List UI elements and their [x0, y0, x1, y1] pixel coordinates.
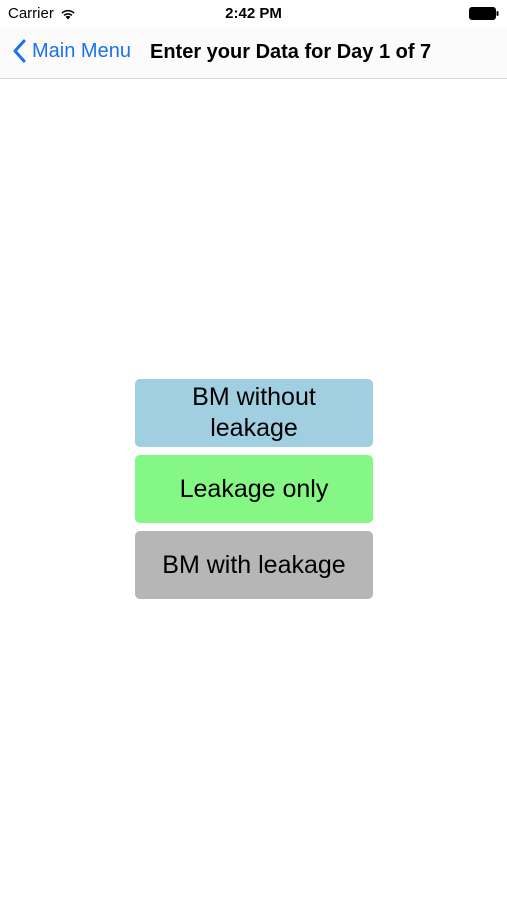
page-title: Enter your Data for Day 1 of 7: [150, 41, 432, 63]
wifi-icon: [61, 9, 75, 19]
status-time: 2:42 PM: [225, 5, 282, 22]
options-list: BM without leakage Leakage only BM with …: [135, 379, 373, 607]
chevron-left-icon: [13, 39, 26, 63]
back-button[interactable]: Main Menu: [12, 39, 131, 63]
back-button-label: Main Menu: [32, 39, 131, 62]
leakage-only-button[interactable]: Leakage only: [135, 455, 373, 523]
bm-without-leakage-button[interactable]: BM without leakage: [135, 379, 373, 447]
status-bar: Carrier 2:42 PM: [0, 0, 507, 28]
navigation-bar: Main Menu Enter your Data for Day 1 of 7: [0, 28, 507, 79]
bm-with-leakage-button[interactable]: BM with leakage: [135, 531, 373, 599]
battery-icon: [469, 7, 499, 20]
carrier-indicator: Carrier: [8, 5, 76, 22]
carrier-label: Carrier: [8, 5, 54, 22]
